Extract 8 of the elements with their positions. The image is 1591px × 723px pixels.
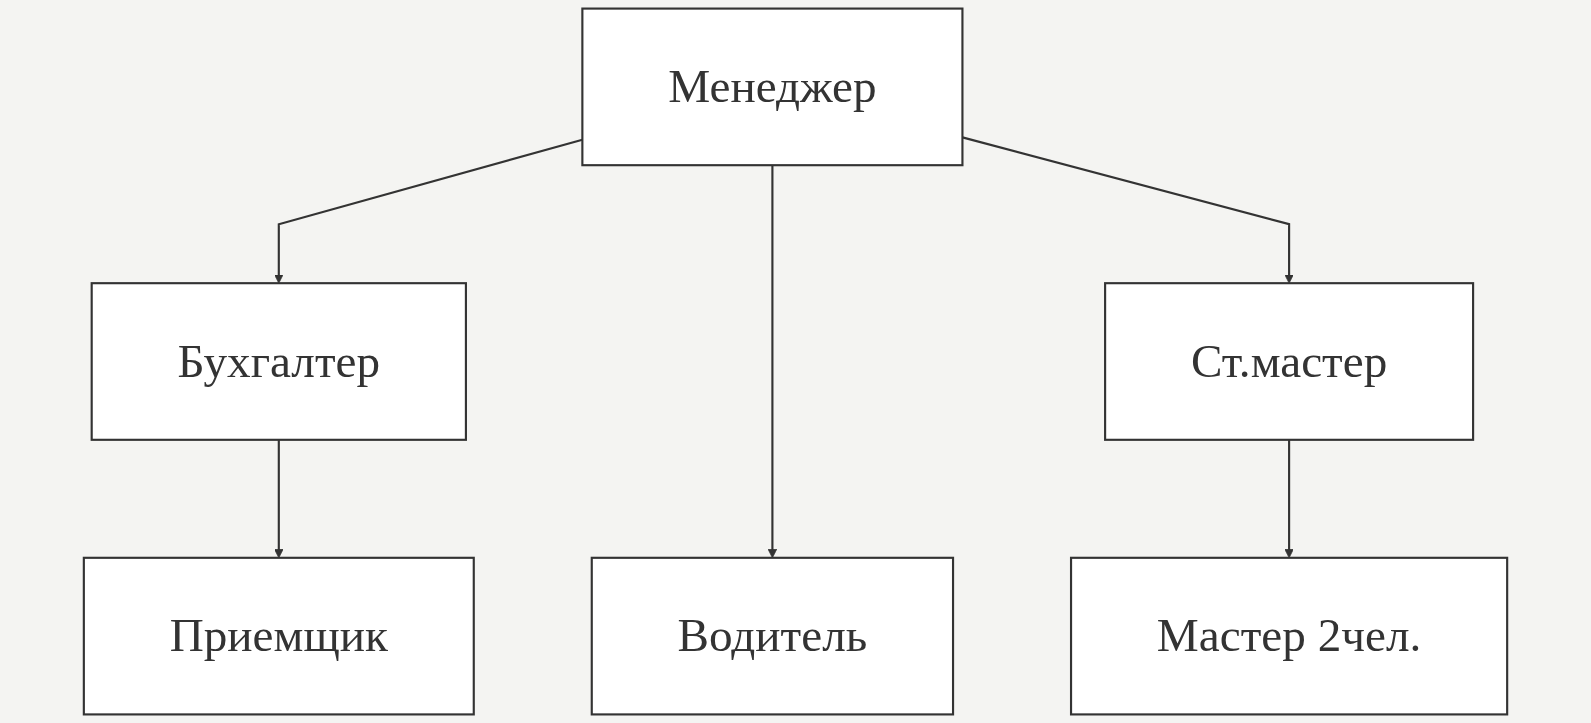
node-box: Менеджер <box>581 7 964 167</box>
node-box: Водитель <box>590 556 955 716</box>
arrow <box>962 136 1294 284</box>
node-box: Приемщик <box>82 556 475 716</box>
node-box: Бухгалтер <box>90 282 467 441</box>
node-box: Ст.мастер <box>1104 282 1475 441</box>
node-box: Мастер 2чел. <box>1069 556 1509 716</box>
arrow <box>274 138 583 284</box>
